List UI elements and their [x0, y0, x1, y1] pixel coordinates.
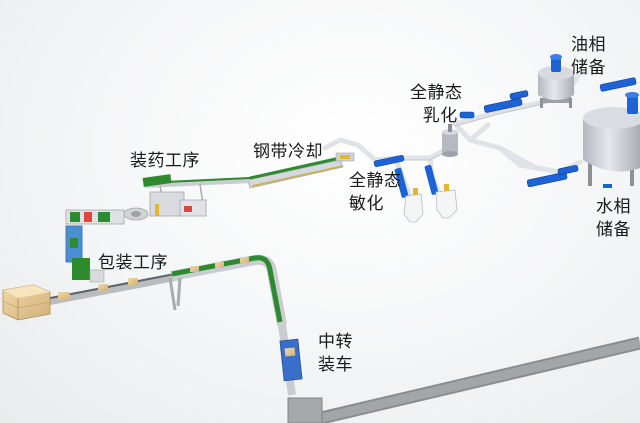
- label-charging-process: 装药工序: [130, 151, 200, 171]
- output-conveyor: [39, 272, 181, 307]
- label-steel-belt-cooling: 钢带冷却: [253, 142, 323, 162]
- label-static-sensitize: 全静态 敏化: [349, 171, 402, 214]
- floor-track: [287, 336, 640, 423]
- label-static-emulsify: 全静态 乳化: [410, 83, 463, 126]
- emulsifier-unit: [442, 124, 458, 157]
- label-transfer-loading: 中转 装车: [318, 332, 353, 375]
- sensitizer-units: [394, 164, 458, 223]
- label-oil-phase: 油相 储备: [571, 35, 606, 78]
- oil-tank: [538, 54, 574, 108]
- steel-belt-cooler: [247, 152, 355, 189]
- charging-machine: [123, 174, 207, 221]
- label-packing-process: 包装工序: [98, 253, 168, 273]
- main-conveyor: [168, 254, 303, 396]
- label-water-phase: 水相 储备: [596, 197, 631, 240]
- pallet-boxes: [2, 284, 51, 321]
- water-tank: [583, 92, 640, 188]
- packing-cells: [65, 209, 125, 283]
- pump-row: [373, 77, 637, 187]
